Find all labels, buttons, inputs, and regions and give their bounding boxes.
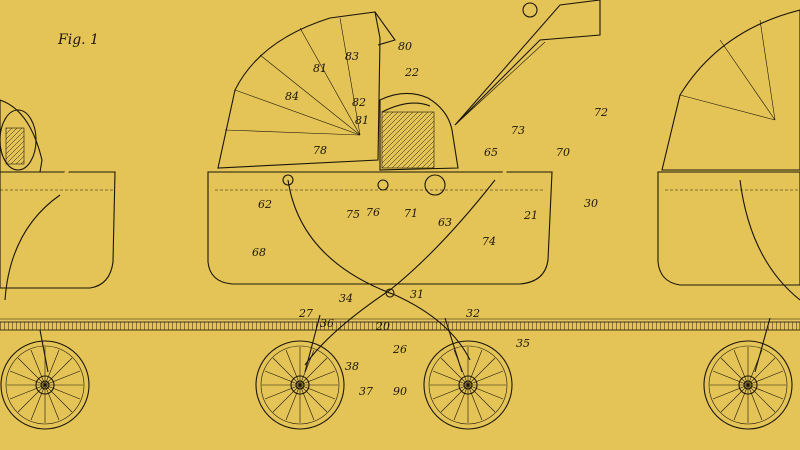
- reference-numeral: 35: [516, 337, 530, 350]
- reference-numeral: 31: [410, 288, 424, 301]
- reference-numeral: 72: [594, 106, 608, 119]
- reference-numeral: 73: [511, 124, 525, 137]
- reference-numeral: 84: [285, 90, 299, 103]
- reference-numeral: 70: [556, 146, 570, 159]
- reference-numeral: 74: [482, 235, 496, 248]
- reference-numeral: 32: [466, 307, 480, 320]
- reference-numeral: 65: [484, 146, 498, 159]
- reference-numeral: 83: [345, 50, 359, 63]
- reference-numeral: 30: [584, 197, 598, 210]
- right-carriage: [657, 9, 800, 430]
- center-carriage: [207, 0, 626, 430]
- reference-numeral: 90: [393, 385, 407, 398]
- reference-numeral: 82: [352, 96, 366, 109]
- reference-numeral: 81: [313, 62, 327, 75]
- left-carriage: [0, 70, 191, 430]
- reference-numeral: 22: [404, 66, 419, 79]
- reference-numeral: 75: [346, 208, 360, 221]
- reference-numeral: 81: [355, 114, 369, 127]
- reference-numeral: 76: [366, 206, 380, 219]
- reference-numeral: 38: [345, 360, 359, 373]
- reference-numeral: 26: [392, 343, 407, 356]
- reference-numeral: 20: [375, 320, 390, 333]
- reference-numeral: 78: [313, 144, 327, 157]
- reference-numeral: 63: [438, 216, 452, 229]
- reference-numeral: 27: [298, 307, 313, 320]
- reference-numeral: 21: [523, 209, 538, 222]
- reference-numeral: 68: [252, 246, 266, 259]
- reference-numeral: 37: [359, 385, 373, 398]
- figure-label: Fig. 1: [57, 32, 99, 48]
- reference-numeral: 62: [258, 198, 272, 211]
- reference-numeral: 36: [320, 317, 334, 330]
- reference-numeral: 80: [398, 40, 412, 53]
- axle-rail: [0, 318, 800, 331]
- reference-numerals: 80 83 81 22 84 82 81 78 62 75 76 71 63 65 73 72 70 68 21 30…: [252, 40, 608, 398]
- reference-numeral: 71: [404, 207, 418, 220]
- reference-numeral: 34: [339, 292, 353, 305]
